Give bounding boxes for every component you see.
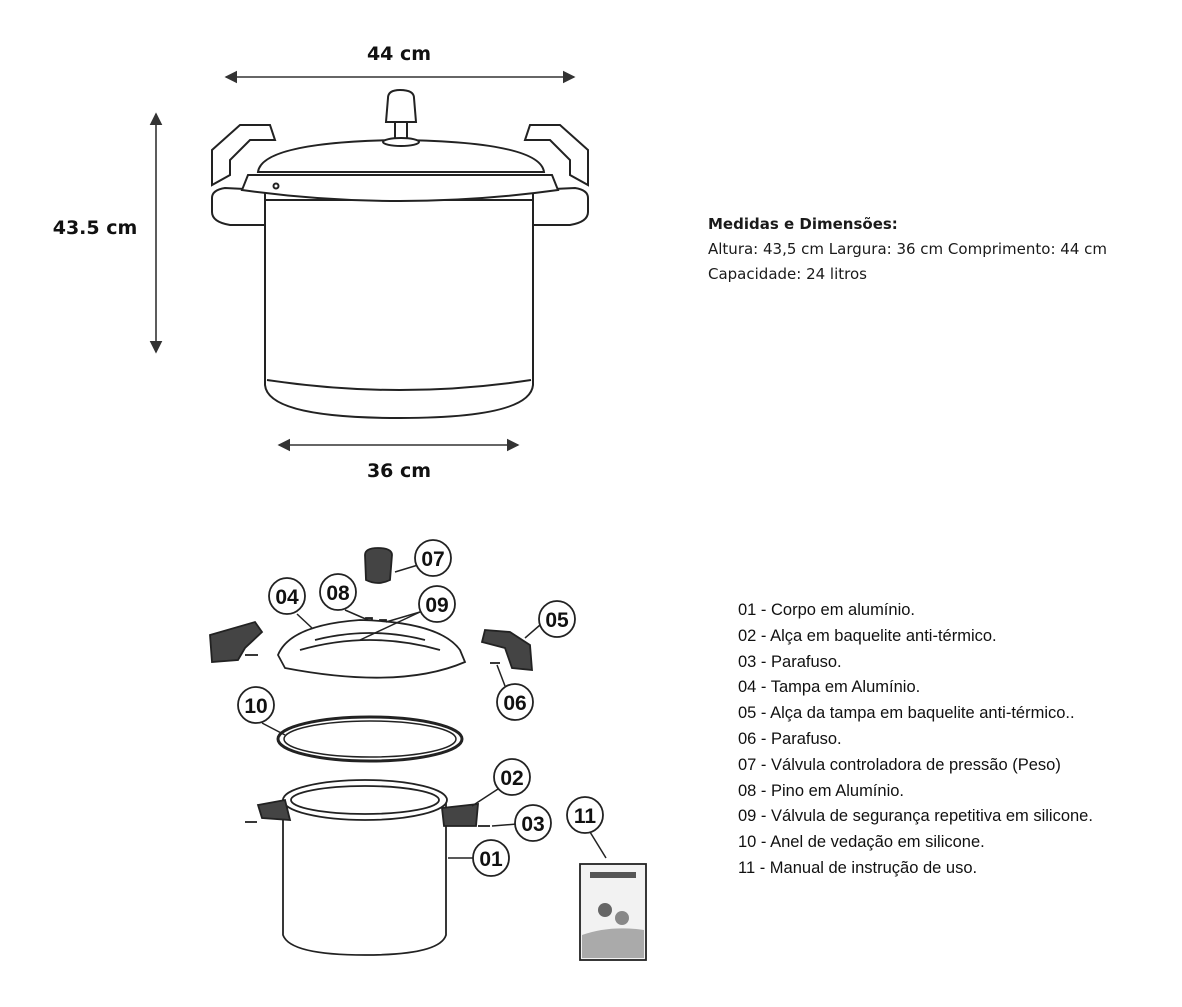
parts-item: 07 - Válvula controladora de pressão (Pe… <box>738 755 1061 774</box>
parts-item: 01 - Corpo em alumínio. <box>738 601 915 619</box>
parts-item: 05 - Alça da tampa em baquelite anti-tér… <box>738 704 1075 723</box>
callout-02: 02 <box>500 767 523 790</box>
callouts <box>237 539 604 877</box>
parts-item: 04 - Tampa em Alumínio. <box>738 678 921 697</box>
callout-09: 09 <box>425 594 448 617</box>
callout-11: 11 <box>574 805 597 828</box>
width-top-label: 44 cm <box>367 43 431 65</box>
height-label: 43.5 cm <box>53 217 138 239</box>
parts-item: 11 - Manual de instrução de uso. <box>738 858 978 877</box>
width-base-label: 36 cm <box>367 460 431 482</box>
parts-item: 06 - Parafuso. <box>738 729 842 748</box>
parts-item: 10 - Anel de vedação em silicone. <box>738 833 985 852</box>
callout-05: 05 <box>545 609 569 632</box>
parts-item: 02 - Alça em baquelite anti-térmico. <box>738 626 997 645</box>
callout-07: 07 <box>421 548 444 571</box>
callout-leaders <box>261 564 607 859</box>
parts-item: 03 - Parafuso. <box>738 652 842 671</box>
callout-04: 04 <box>275 586 299 609</box>
callout-03: 03 <box>521 813 544 836</box>
dimension-arrows <box>149 70 576 452</box>
callout-08: 08 <box>326 582 350 605</box>
exploded-parts-view <box>209 547 647 961</box>
pot-outline-drawing <box>211 88 589 420</box>
specs-capacity: Capacidade: 24 litros <box>708 265 867 283</box>
specs-dimensions: Altura: 43,5 cm Largura: 36 cm Comprimen… <box>708 240 1107 258</box>
callout-06: 06 <box>503 692 526 715</box>
callout-01: 01 <box>479 848 503 871</box>
specs-block: Medidas e Dimensões: Altura: 43,5 cm Lar… <box>708 212 1107 287</box>
parts-item: 08 - Pino em Alumínio. <box>738 781 904 800</box>
parts-list: 01 - Corpo em alumínio. 02 - Alça em baq… <box>738 598 1093 882</box>
specs-title: Medidas e Dimensões: <box>708 215 898 233</box>
callout-10: 10 <box>244 695 267 718</box>
parts-item: 09 - Válvula de segurança repetitiva em … <box>738 807 1093 826</box>
